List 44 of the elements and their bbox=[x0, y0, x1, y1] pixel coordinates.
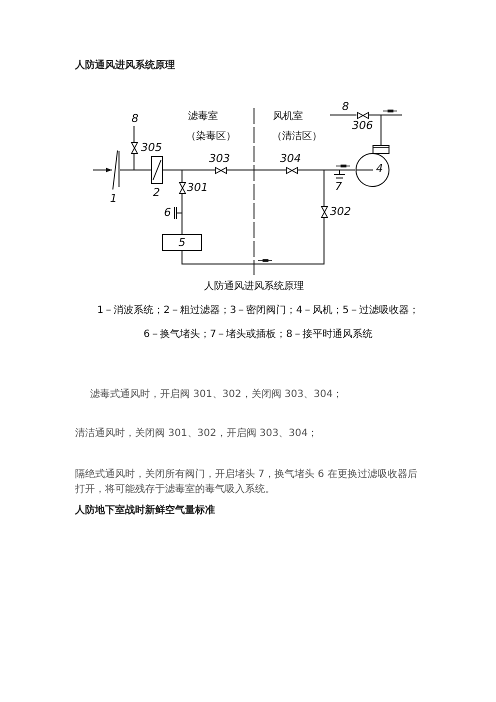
figure-caption: 人防通风进风系统原理 bbox=[204, 281, 304, 293]
valve-symbol bbox=[286, 166, 298, 174]
pipe-line bbox=[339, 170, 356, 174]
valve-symbol bbox=[320, 206, 328, 218]
paragraph: 清洁通风时，关闭阀 301、302，开启阀 303、304； bbox=[75, 428, 318, 440]
paragraph: 隔绝式通风时，关闭所有阀门，开启堵头 7，换气堵头 6 在更换过滤吸收器后打开，将可能残存于滤毒室的毒气吸入系统。 bbox=[75, 468, 418, 497]
inlet-arrow bbox=[92, 168, 112, 172]
blanking-plate-symbol bbox=[334, 174, 345, 179]
valve-number: 301 bbox=[187, 182, 208, 194]
filter-absorber-box: 5 bbox=[162, 234, 202, 251]
component-number: 1 bbox=[110, 193, 117, 205]
valve-symbol bbox=[130, 142, 138, 154]
zone-label: 滤毒室 bbox=[188, 111, 218, 123]
valve-symbol bbox=[356, 112, 368, 118]
legend-text: 6－换气堵头；7－堵头或插板；8－接平时通风系统 bbox=[143, 329, 373, 341]
filter-symbol bbox=[151, 156, 163, 184]
valve-number: 305 bbox=[141, 142, 162, 154]
component-number: 2 bbox=[153, 187, 160, 199]
pipe-line bbox=[182, 218, 324, 264]
valve-symbol bbox=[215, 166, 227, 174]
component-number: 4 bbox=[376, 163, 383, 175]
pipe-line bbox=[380, 114, 402, 146]
valve-symbol bbox=[178, 182, 186, 194]
component-number: 8 bbox=[130, 112, 140, 126]
legend-text: 1－消波系统；2－粗过滤器；3－密闭阀门；4－风机；5－过滤吸收器； bbox=[97, 305, 419, 317]
valve-number: 303 bbox=[209, 153, 230, 165]
component-number: 6 bbox=[164, 207, 171, 219]
component-number: 7 bbox=[335, 181, 342, 193]
paragraph: 滤毒式通风时，开启阀 301、302，关闭阀 303、304； bbox=[90, 389, 343, 401]
pipe-line bbox=[120, 154, 134, 170]
zone-label: （清洁区） bbox=[272, 131, 322, 143]
zone-label: （染毒区） bbox=[186, 131, 236, 143]
pipe-line bbox=[162, 170, 182, 182]
zone-label: 风机室 bbox=[273, 111, 303, 123]
edge-label: 8 bbox=[342, 101, 349, 113]
section-heading: 人防地下室战时新鲜空气量标准 bbox=[75, 505, 215, 517]
anti-blast-device-symbol bbox=[112, 150, 120, 190]
pipe-line bbox=[330, 114, 357, 116]
pipe-line bbox=[176, 194, 182, 214]
plug-symbol bbox=[174, 207, 177, 219]
page-heading: 人防通风进风系统原理 bbox=[75, 60, 175, 72]
valve-number: 304 bbox=[280, 153, 301, 165]
valve-number: 302 bbox=[330, 206, 351, 218]
valve-number: 306 bbox=[352, 120, 373, 132]
